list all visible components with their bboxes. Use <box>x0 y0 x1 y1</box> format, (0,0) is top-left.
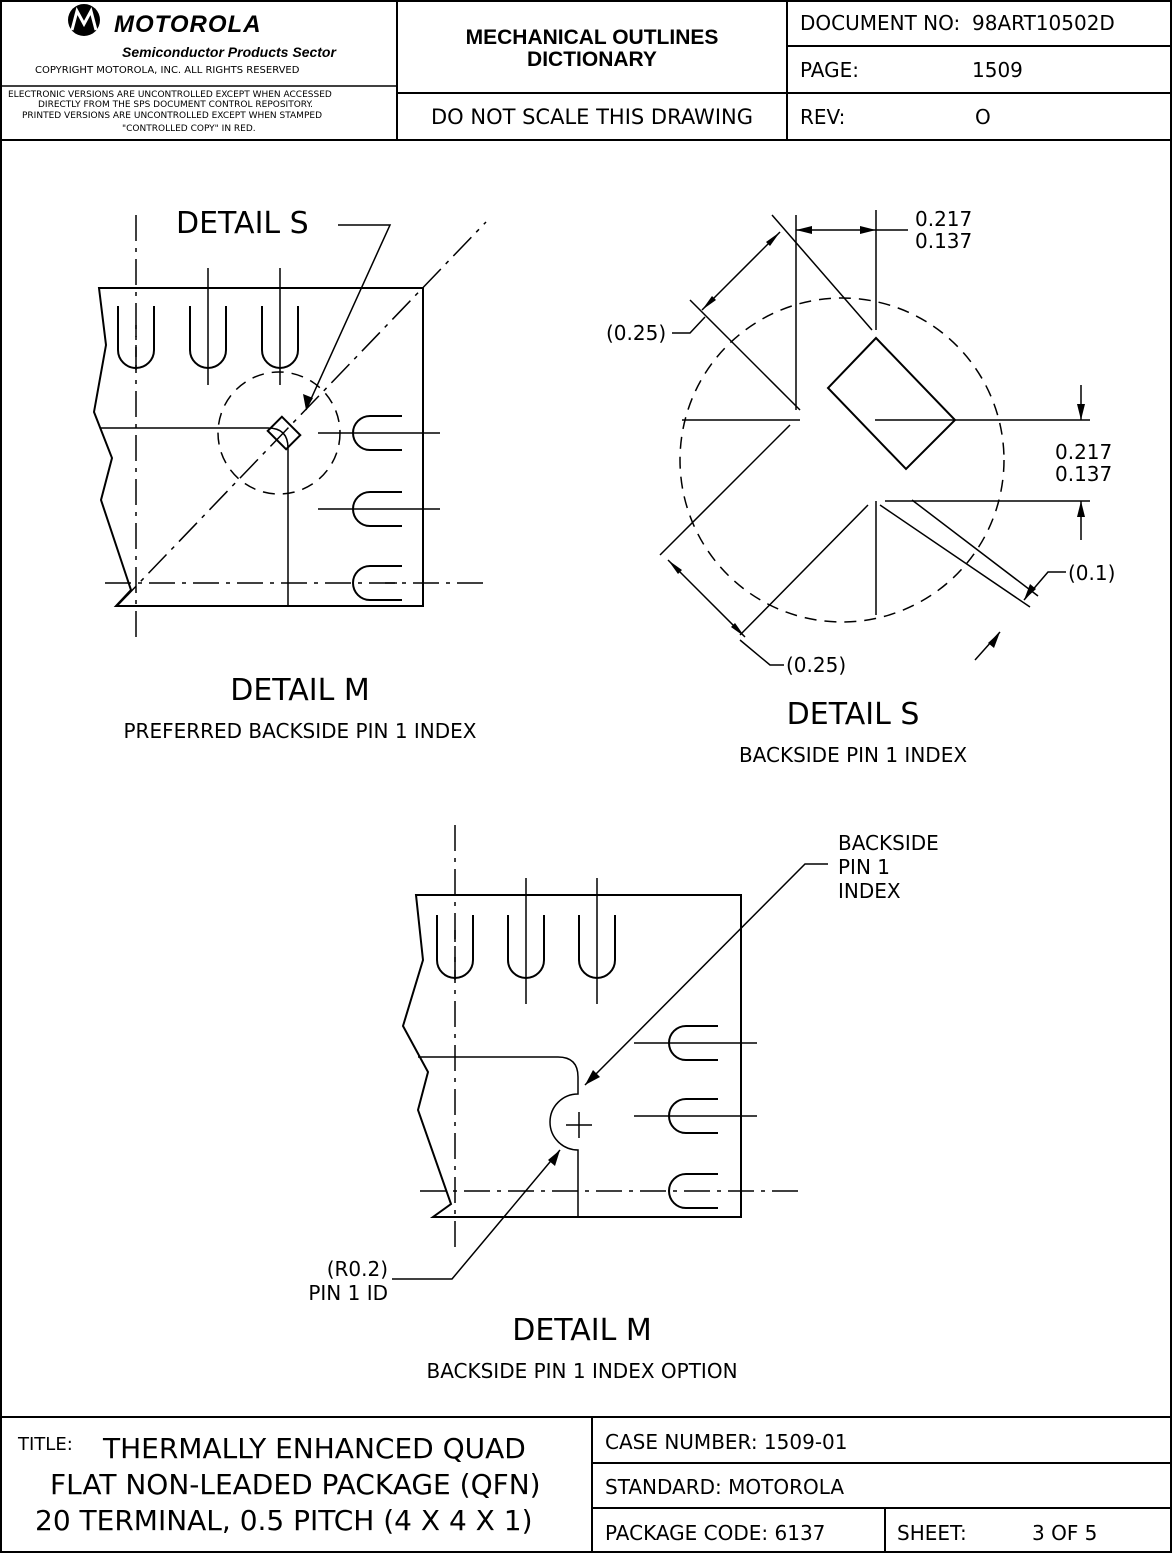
detail-s-dim-top-lower: 0.137 <box>915 229 972 253</box>
sector-name: Semiconductor Products Sector <box>122 44 337 60</box>
detail-s-dim-lower-left: (0.25) <box>786 653 846 677</box>
detail-m-option-subtitle: BACKSIDE PIN 1 INDEX OPTION <box>426 1359 737 1383</box>
detail-s-subtitle: BACKSIDE PIN 1 INDEX <box>739 743 967 767</box>
disclaimer-line-3: PRINTED VERSIONS ARE UNCONTROLLED EXCEPT… <box>22 111 322 121</box>
detail-m-option-callout-line-3: INDEX <box>838 879 901 903</box>
dictionary-title-line-1: MECHANICAL OUTLINES <box>466 26 719 49</box>
page-label: PAGE: <box>800 58 859 82</box>
rev-value: O <box>975 105 991 129</box>
detail-m-option-radius-label: (R0.2) <box>327 1257 388 1281</box>
detail-s-title: DETAIL S <box>787 697 920 732</box>
title-block <box>0 1416 1172 1553</box>
motorola-logo-icon <box>68 4 100 36</box>
document-no-value: 98ART10502D <box>972 11 1115 35</box>
company-name: MOTOROLA <box>114 11 262 38</box>
sheet-label: SHEET: <box>897 1521 967 1545</box>
rev-label: REV: <box>800 105 845 129</box>
detail-m-preferred-drawing <box>92 215 490 640</box>
package-code: PACKAGE CODE: 6137 <box>605 1521 825 1545</box>
title-label: TITLE: <box>17 1434 73 1455</box>
title-line-3: 20 TERMINAL, 0.5 PITCH (4 X 4 X 1) <box>35 1504 533 1537</box>
detail-m-option-callout-line-2: PIN 1 <box>838 855 890 879</box>
dictionary-title-line-2: DICTIONARY <box>527 48 657 71</box>
detail-s-dim-gap: (0.1) <box>1068 561 1115 585</box>
case-number: CASE NUMBER: 1509-01 <box>605 1430 848 1454</box>
title-line-1: THERMALLY ENHANCED QUAD <box>102 1432 526 1465</box>
title-line-2: FLAT NON-LEADED PACKAGE (QFN) <box>50 1468 541 1501</box>
sheet-value: 3 OF 5 <box>1032 1521 1097 1545</box>
page-value: 1509 <box>972 58 1023 82</box>
detail-s-drawing <box>659 210 1090 666</box>
detail-m-preferred-title: DETAIL M <box>230 673 370 708</box>
detail-s-dim-right-upper: 0.217 <box>1055 440 1112 464</box>
detail-m-option-title: DETAIL M <box>512 1313 652 1348</box>
disclaimer-line-4: "CONTROLLED COPY" IN RED. <box>122 124 256 134</box>
detail-m-option-pin-label: PIN 1 ID <box>308 1281 388 1305</box>
disclaimer-line-1: ELECTRONIC VERSIONS ARE UNCONTROLLED EXC… <box>8 90 332 100</box>
detail-s-dim-top-upper: 0.217 <box>915 207 972 231</box>
document-no-label: DOCUMENT NO: <box>800 11 960 35</box>
detail-m-preferred-subtitle: PREFERRED BACKSIDE PIN 1 INDEX <box>124 719 477 743</box>
detail-s-dim-upper-left: (0.25) <box>606 321 666 345</box>
standard: STANDARD: MOTOROLA <box>605 1475 844 1499</box>
disclaimer-line-2: DIRECTLY FROM THE SPS DOCUMENT CONTROL R… <box>38 100 313 110</box>
detail-s-dim-right-lower: 0.137 <box>1055 462 1112 486</box>
detail-m-option-callout-line-1: BACKSIDE <box>838 831 939 855</box>
header-block: MOTOROLA Semiconductor Products Sector C… <box>0 0 1172 141</box>
copyright-text: COPYRIGHT MOTOROLA, INC. ALL RIGHTS RESE… <box>35 65 300 76</box>
scale-note: DO NOT SCALE THIS DRAWING <box>431 105 753 129</box>
detail-m-option-drawing <box>392 825 828 1280</box>
detail-m-callout-detail-s: DETAIL S <box>176 206 309 241</box>
